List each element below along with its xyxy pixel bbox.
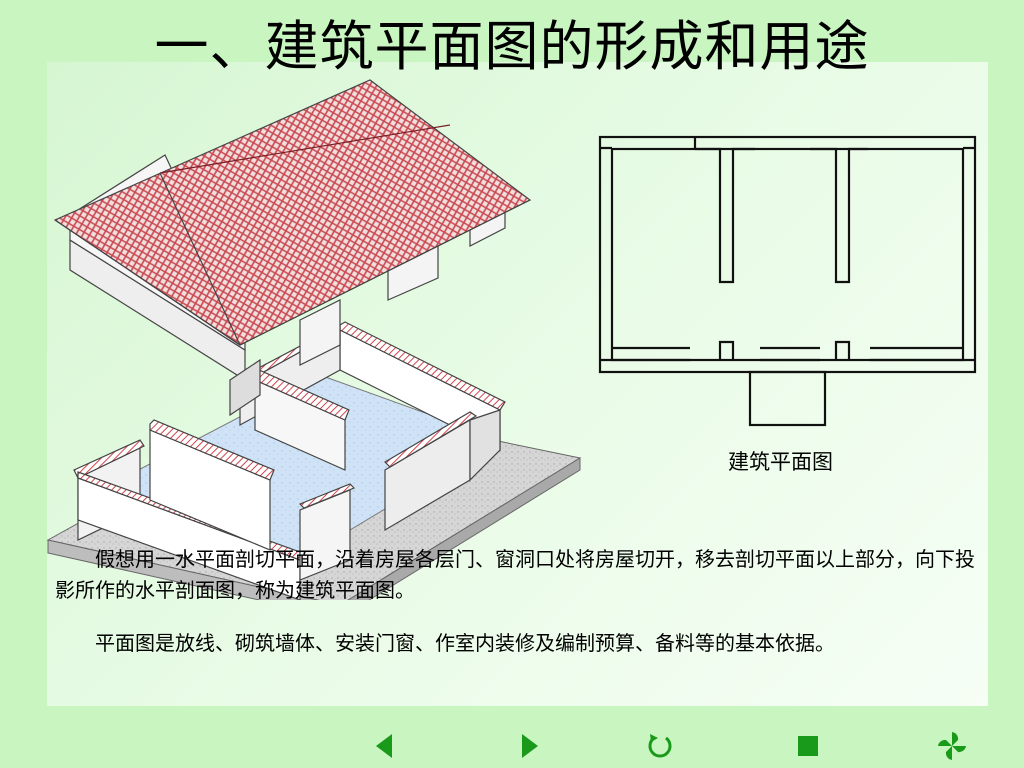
return-icon bbox=[648, 734, 672, 758]
cut-walls bbox=[73, 321, 506, 600]
prev-arrow-icon bbox=[376, 734, 392, 758]
plan-caption: 建筑平面图 bbox=[728, 450, 833, 474]
end-show-button[interactable] bbox=[934, 728, 970, 764]
return-button[interactable] bbox=[642, 728, 678, 764]
next-arrow-icon bbox=[522, 734, 538, 758]
house-cutaway-illustration bbox=[46, 79, 582, 600]
stop-button[interactable] bbox=[790, 728, 826, 764]
next-slide-button[interactable] bbox=[512, 728, 548, 764]
paragraph-usage: 平面图是放线、砌筑墙体、安装门窗、作室内装修及编制预算、备料等的基本依据。 bbox=[95, 631, 835, 655]
pinwheel-icon bbox=[938, 732, 966, 760]
upper-house bbox=[53, 79, 532, 417]
stop-square-icon bbox=[798, 736, 818, 756]
page-title: 一、建筑平面图的形成和用途 bbox=[154, 15, 870, 78]
prev-slide-button[interactable] bbox=[366, 728, 402, 764]
paragraph-definition: 假想用一水平面剖切平面，沿着房屋各层门、窗洞口处将房屋切开，移去剖切平面以上部分… bbox=[55, 547, 975, 602]
